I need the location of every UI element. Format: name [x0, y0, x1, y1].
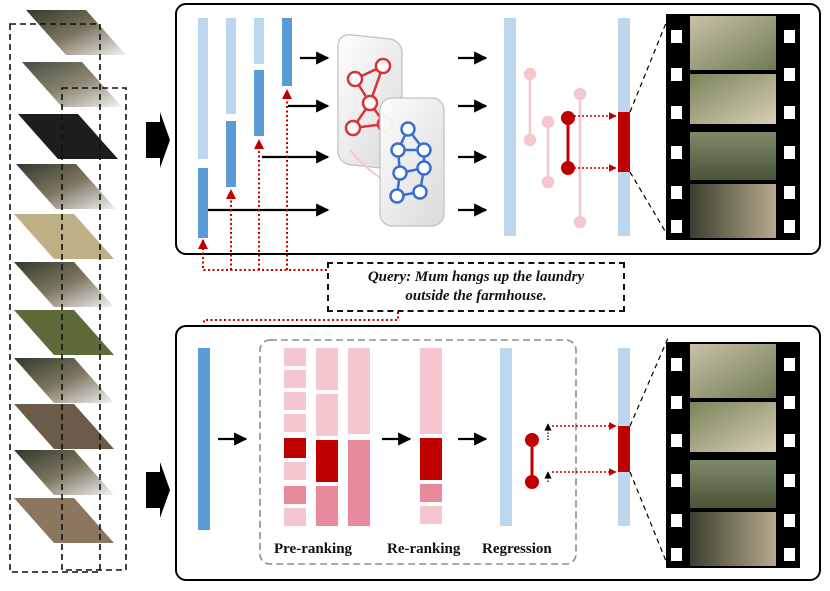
frame-slice: [14, 450, 114, 495]
frame-slice: [16, 164, 116, 209]
regression-label: Regression: [482, 541, 552, 557]
film-strip-top: [666, 14, 800, 240]
frame-slice: [14, 310, 114, 355]
frame-slice: [14, 498, 114, 543]
re-ranking-label: Re-ranking: [387, 541, 461, 557]
query-box: Query: Mum hangs up the laundry outside …: [327, 262, 625, 312]
proposal-columns: [198, 18, 292, 238]
feature-arrows-top: [208, 51, 488, 217]
pre-ranking-label: Pre-ranking: [274, 541, 353, 557]
output-segment-top: [618, 112, 630, 172]
selected-span-top: [561, 111, 575, 175]
block-arrow-top: [146, 112, 170, 168]
frame-slice: [14, 214, 114, 259]
block-arrow-bottom: [146, 462, 170, 518]
selected-span-bottom: [525, 433, 539, 489]
output-segment-bottom: [618, 426, 630, 472]
candidate-spans: [523, 67, 587, 229]
re-ranking-column: [420, 348, 442, 524]
query-text-line-1: Query: Mum hangs up the laundry: [367, 269, 585, 285]
frame-slice: [26, 10, 126, 55]
video-frame-stack: [9, 10, 127, 573]
span-projection-bottom: [552, 422, 617, 476]
query-connections: [198, 89, 399, 347]
pre-ranking-grid: [284, 348, 370, 526]
top-panel: [175, 3, 821, 255]
graph-card-blue: [379, 97, 445, 227]
frame-slice: [18, 114, 118, 159]
frame-slice: [14, 404, 114, 449]
regression-column: [500, 348, 512, 526]
frame-slice: [14, 262, 114, 307]
film-strip-bottom: [666, 342, 800, 568]
frame-slice: [22, 62, 122, 107]
query-feature-column: [198, 348, 210, 530]
span-projection-top: [574, 112, 617, 172]
query-text-line-2: outside the farmhouse.: [405, 288, 547, 304]
aggregated-feature-column: [504, 18, 516, 236]
ranking-dashed-box: [259, 339, 577, 565]
frame-slice: [14, 358, 114, 403]
